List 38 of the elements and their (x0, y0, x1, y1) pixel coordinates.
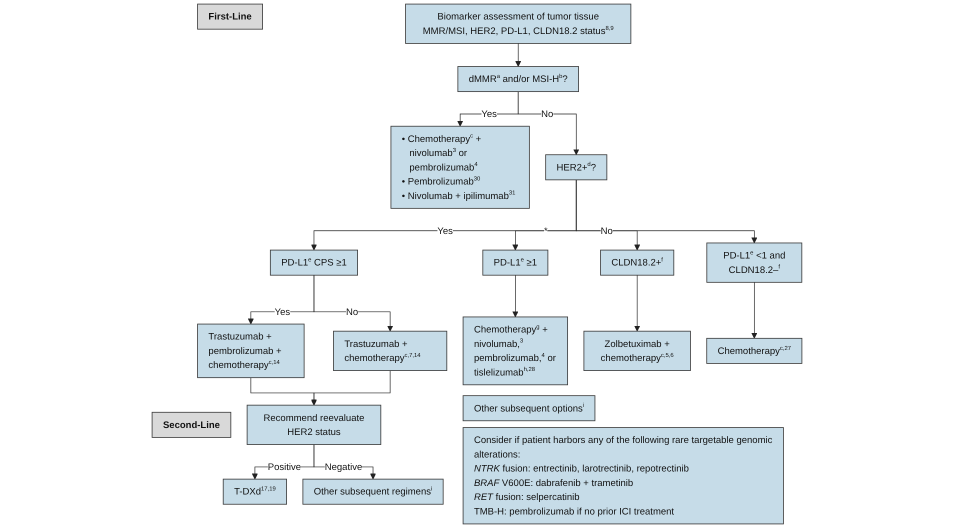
node-box: Chemotherapy$^{g}$ + nivolumab,$^{3}$ pembrolizumab,$^{4}$ or tislelizumab$^{h,28}$ (462, 316, 568, 386)
edge-label: Yes (481, 108, 497, 120)
node-box: Consider if patient harbors any of the following rare targetable genomic alterations: NTRK fusion: entrectinib, larotrectinib, repotrectinib BRAF V600E: dabrafenib + trametinib RET fusion: selpercatinib TMB-H: pembrolizumab if no prior ICI treatment (462, 427, 784, 524)
arrow (751, 282, 758, 339)
arrow (518, 91, 580, 155)
node-box: T-DXd$^{17,19}$ (222, 478, 287, 505)
node-box: Other subsequent regimens$^{i}$ (302, 478, 444, 505)
node-box: Recommend reevaluate HER2 status (246, 404, 382, 445)
node-box: • Chemotherapy$^{c}$ + nivolumab$^{3}$ or pembrolizumab$^{4}$ • Pembrolizumab$^{30}$ • Nivolumab + ipilimumab$^{31}$ (390, 126, 530, 209)
node-box: CLDN18.2+$^{f}$ (600, 250, 674, 276)
node-box: PD-L1$^{e}$ CPS ≥1 (270, 250, 358, 276)
edge-label: No (346, 306, 358, 317)
edge-label: Yes (437, 224, 453, 236)
edge-label: No (600, 224, 613, 236)
node-box: Other subsequent options$^{i}$ (462, 395, 596, 422)
arrow (314, 274, 394, 332)
edge-label: Negative (324, 461, 362, 472)
node-box: Second-Line (152, 412, 232, 438)
node-box: First-Line (197, 4, 263, 30)
node-box: Trastuzumab + pembrolizumab + chemotherapy$^{c,14}$ (197, 324, 305, 378)
arrow (310, 370, 390, 406)
edge-label: * (544, 224, 548, 236)
node-box: HER2+$^{d}$? (545, 154, 608, 180)
arrow (576, 180, 758, 244)
edge-label: Yes (274, 306, 290, 317)
edge-label: Positive (268, 461, 302, 472)
arrow (634, 274, 640, 332)
node-box: Trastuzumab + chemotherapy$^{c,7,14}$ (333, 330, 448, 371)
arrow (515, 43, 522, 67)
edge-label: No (541, 108, 554, 120)
node-box: PD-L1$^{e}$ <1 and CLDN18.2–$^{f}$ (706, 242, 802, 283)
node-box: Chemotherapy$^{c,27}$ (706, 338, 802, 364)
arrow (512, 274, 518, 318)
arrow (314, 444, 376, 480)
node-box: Biomarker assessment of tumor tissue MMR/MSI, HER2, PD-L1, CLDN18.2 status$^{8,9}$ (405, 4, 632, 44)
node-box: Zolbetuximab + chemotherapy$^{c,5,6}$ (583, 330, 691, 371)
node-box: dMMR$^{a}$ and/or MSI-H$^{b}$? (457, 66, 579, 92)
node-box: PD-L1$^{e}$ ≥1 (482, 250, 548, 276)
